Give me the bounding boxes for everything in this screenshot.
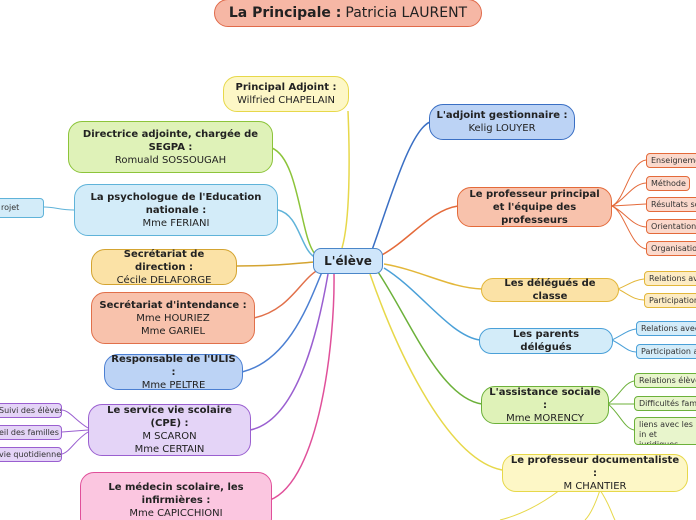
leaf-parents-participation[interactable]: Participation a (636, 344, 696, 359)
node-role: La psychologue de l'Education nationale … (90, 191, 262, 216)
connector (241, 271, 323, 373)
leaf-liens-institutions[interactable]: liens avec les in et juridiques (634, 417, 696, 445)
connector (611, 205, 647, 228)
connector (253, 269, 319, 319)
node-role: Secrétariat d'intendance : (99, 299, 247, 311)
node-name: Mme CAPICCHIONI (129, 508, 223, 519)
node-role: Les parents délégués (512, 329, 580, 353)
node-name-2: Mme GARIEL (140, 325, 206, 337)
leaf-delegues-relations[interactable]: Relations av (644, 271, 696, 286)
node-secretariat-direction[interactable]: Secrétariat de direction : Cécile DELAFO… (91, 248, 237, 286)
node-directrice-segpa[interactable]: Directrice adjointe, chargée de SEGPA : … (68, 121, 273, 173)
center-node[interactable]: L'élève (313, 248, 383, 274)
connector (611, 205, 647, 250)
connector (383, 263, 483, 290)
node-secretariat-intendance[interactable]: Secrétariat d'intendance : Mme HOURIEZ M… (91, 292, 255, 344)
connector (611, 328, 637, 341)
leaf-psychologue-projet[interactable]: rojet (0, 198, 44, 218)
connector (277, 209, 317, 259)
leaf-resultats[interactable]: Résultats sc (646, 197, 696, 212)
connector (61, 431, 89, 455)
node-name: Mme MORENCY (506, 412, 584, 424)
node-role: Les délégués de classe (504, 278, 596, 302)
leaf-difficultes-familiales[interactable]: Difficultés fami (634, 396, 696, 411)
leaf-accueil-familles[interactable]: eil des familles (0, 425, 62, 440)
node-name: Mme HOURIEZ (136, 312, 210, 324)
node-documentaliste[interactable]: Le professeur documentaliste : M CHANTIE… (502, 454, 688, 492)
connector (607, 380, 635, 405)
connector (235, 261, 315, 267)
leaf-methode[interactable]: Méthode (646, 176, 690, 191)
leaf-delegues-participation[interactable]: Participation (644, 293, 696, 308)
connector (43, 206, 75, 211)
leaf-organisation[interactable]: Organisation (646, 241, 696, 256)
connector (617, 288, 645, 301)
connector (249, 273, 329, 431)
node-parents-delegues[interactable]: Les parents délégués (479, 328, 613, 354)
connector (269, 273, 335, 501)
node-role: Le professeur principal et l'équipe des … (469, 188, 600, 226)
node-psychologue[interactable]: La psychologue de l'Education nationale … (74, 184, 278, 236)
node-name-2: Mme CERTAIN (134, 444, 205, 455)
connector (599, 489, 616, 520)
leaf-orientation[interactable]: Orientation (646, 219, 696, 234)
connector (617, 278, 645, 290)
node-name: M CHANTIER (563, 480, 627, 492)
node-principal-adjoint[interactable]: Principal Adjoint : Wilfried CHAPELAIN (223, 76, 349, 112)
node-vie-scolaire[interactable]: Le service vie scolaire (CPE) : M SCARON… (88, 404, 251, 456)
center-label: L'élève (324, 253, 372, 268)
node-role: Directrice adjointe, chargée de SEGPA : (82, 128, 259, 153)
connector (61, 409, 89, 429)
connector (499, 489, 561, 520)
node-professeur-principal[interactable]: Le professeur principal et l'équipe des … (457, 187, 612, 227)
connector (607, 403, 635, 431)
node-name: M SCARON (142, 431, 197, 442)
node-role: Le service vie scolaire (CPE) : (107, 405, 232, 429)
node-role: L'adjoint gestionnaire : (436, 110, 568, 121)
leaf-enseignement[interactable]: Enseigneme (646, 153, 696, 168)
root-title-role: La Principale : (228, 4, 342, 21)
node-role: L'assistance sociale : (489, 386, 601, 411)
node-name: Cécile DELAFORGE (116, 274, 212, 286)
connector (584, 489, 601, 520)
leaf-parents-relations[interactable]: Relations avec (636, 321, 696, 336)
node-name: Mme PELTRE (141, 379, 206, 391)
connector (379, 205, 459, 257)
connector (377, 271, 483, 405)
node-name: Mme FERIANI (142, 217, 210, 229)
root-title-name: Patricia LAURENT (345, 4, 468, 21)
node-role: Le professeur documentaliste : (510, 454, 680, 479)
node-adjoint-gestionnaire[interactable]: L'adjoint gestionnaire : Kelig LOUYER (429, 104, 575, 140)
connector (611, 159, 647, 207)
node-role: Secrétariat de direction : (123, 248, 205, 273)
connector (611, 203, 647, 207)
node-name: Kelig LOUYER (468, 123, 536, 134)
connector (271, 147, 317, 256)
connector (611, 182, 647, 207)
node-assistance-sociale[interactable]: L'assistance sociale : Mme MORENCY (481, 386, 609, 424)
connector (341, 110, 350, 249)
node-role: Principal Adjoint : (235, 82, 337, 93)
connector (369, 273, 503, 471)
root-title-node[interactable]: La Principale : Patricia LAURENT (214, 0, 482, 27)
connector (371, 121, 431, 251)
node-ulis[interactable]: Responsable de l'ULIS : Mme PELTRE (104, 353, 243, 391)
node-name: Wilfried CHAPELAIN (236, 95, 336, 106)
leaf-suivi-eleves[interactable]: Suivi des élèves (0, 403, 62, 418)
connector (611, 339, 637, 353)
connector (383, 267, 481, 341)
leaf-relations-eleve[interactable]: Relations élève (634, 373, 696, 388)
node-medecin[interactable]: Le médecin scolaire, les infirmières : M… (80, 472, 272, 520)
node-role: Le médecin scolaire, les infirmières : (108, 482, 244, 506)
node-delegues-classe[interactable]: Les délégués de classe (481, 278, 619, 302)
node-role: Responsable de l'ULIS : (111, 353, 236, 378)
node-name: Romuald SOSSOUGAH (114, 154, 227, 166)
leaf-vie-quotidienne[interactable]: vie quotidienne (0, 447, 62, 462)
connector (61, 429, 89, 433)
